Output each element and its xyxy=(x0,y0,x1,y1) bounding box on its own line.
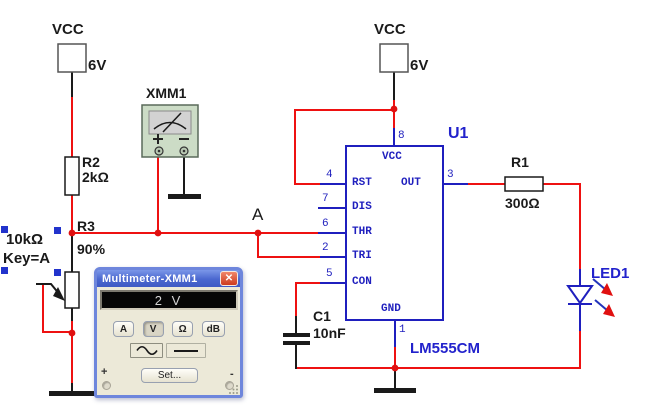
dc-icon xyxy=(174,349,198,352)
meter-scale-icon xyxy=(153,121,187,130)
capacitor-plate[interactable] xyxy=(283,341,310,345)
wire-black-segments[interactable] xyxy=(71,72,396,392)
vcc-right-label: VCC xyxy=(374,21,406,38)
vcc-left-value: 6V xyxy=(88,57,107,74)
pin-number-3: 3 xyxy=(447,169,454,181)
u1-ref-label: U1 xyxy=(448,125,469,142)
vcc-right-value: 6V xyxy=(410,57,429,74)
pin-number-8: 8 xyxy=(398,130,405,142)
pin-name-dis: DIS xyxy=(352,201,372,213)
window-title: Multimeter-XMM1 xyxy=(102,272,198,285)
led1-ref-label: LED1 xyxy=(591,265,630,282)
panel-negative-terminal xyxy=(225,381,234,390)
ic-555-body[interactable] xyxy=(345,145,444,321)
display-value: 2 V xyxy=(154,292,184,308)
wire-junction-dots xyxy=(68,105,399,372)
pin-name-con: CON xyxy=(352,276,372,288)
node-a-label: A xyxy=(252,205,264,224)
multimeter-titlebar[interactable]: Multimeter-XMM1 ✕ xyxy=(97,270,240,287)
waveform-button-row xyxy=(130,343,206,358)
xmm1-instrument-icon[interactable] xyxy=(141,104,199,158)
panel-positive-terminal xyxy=(102,381,111,390)
pin-number-4: 4 xyxy=(326,169,333,181)
capacitor-plate[interactable] xyxy=(283,333,310,337)
r2-value-label: 2kΩ xyxy=(82,169,109,185)
vcc-source-right-symbol[interactable] xyxy=(379,43,409,73)
r3-setting-label: 90% xyxy=(77,241,106,257)
potentiometer-wiper-arrow[interactable] xyxy=(36,283,65,301)
mode-button-amps[interactable]: A xyxy=(113,321,134,337)
pin-name-out: OUT xyxy=(401,177,421,189)
led-light-arrows-icon xyxy=(592,278,615,317)
xmm1-label: XMM1 xyxy=(146,85,187,101)
positive-terminal-label: + xyxy=(101,366,108,378)
c1-ref-label: C1 xyxy=(313,308,331,324)
pin-number-6: 6 xyxy=(322,218,329,230)
ic-pin-stubs[interactable] xyxy=(318,128,581,347)
pin-name-thr: THR xyxy=(352,226,372,238)
vcc-left-label: VCC xyxy=(52,21,84,38)
close-button[interactable]: ✕ xyxy=(220,271,238,286)
c1-value-label: 10nF xyxy=(313,325,346,341)
ground-symbol[interactable] xyxy=(168,194,201,199)
multimeter-display: 2 V xyxy=(100,290,238,310)
mode-button-ohms[interactable]: Ω xyxy=(172,321,194,337)
pin-number-5: 5 xyxy=(326,268,333,280)
r3-ref-label: R3 xyxy=(77,218,95,234)
vcc-source-left-symbol[interactable] xyxy=(57,43,87,73)
pin-number-1: 1 xyxy=(399,324,406,336)
sine-icon xyxy=(135,345,158,356)
resistor-r1-symbol[interactable] xyxy=(504,176,544,192)
meter-needle-icon xyxy=(162,112,182,133)
pin-name-vcc: VCC xyxy=(382,151,402,163)
resistor-r2-symbol[interactable] xyxy=(64,156,80,196)
ground-and-capacitor-plates[interactable] xyxy=(49,194,416,396)
mode-button-db[interactable]: dB xyxy=(201,321,225,337)
set-button[interactable]: Set... xyxy=(141,368,198,383)
dc-mode-button[interactable] xyxy=(166,343,206,358)
ground-symbol[interactable] xyxy=(49,391,95,396)
resize-grip[interactable] xyxy=(229,384,239,394)
potentiometer-r3-symbol[interactable] xyxy=(64,271,80,309)
mode-button-row: A V Ω dB xyxy=(113,321,225,337)
ground-symbol[interactable] xyxy=(374,388,416,393)
pin-number-7: 7 xyxy=(322,193,329,205)
r3-key-label: Key=A xyxy=(3,250,51,267)
pin-number-2: 2 xyxy=(322,242,329,254)
pin-name-gnd: GND xyxy=(381,303,401,315)
r1-value-label: 300Ω xyxy=(505,195,540,211)
u1-part-label: LM555CM xyxy=(410,340,481,357)
r1-ref-label: R1 xyxy=(511,154,529,170)
plus-minus-marks-icon xyxy=(153,134,189,144)
r2-ref-label: R2 xyxy=(82,154,100,170)
led1-symbol[interactable] xyxy=(566,278,615,317)
ac-mode-button[interactable] xyxy=(130,343,163,358)
r3-value-label: 10kΩ xyxy=(6,231,44,248)
negative-terminal-label: - xyxy=(230,368,234,380)
wire-red-segments[interactable] xyxy=(42,95,581,384)
pin-name-tri: TRI xyxy=(352,250,372,262)
selection-handles[interactable] xyxy=(1,226,61,276)
pin-name-rst: RST xyxy=(352,177,372,189)
mode-button-volts[interactable]: V xyxy=(142,321,164,337)
close-icon: ✕ xyxy=(224,272,234,284)
multimeter-window[interactable]: Multimeter-XMM1 ✕ 2 V A V Ω dB + Se xyxy=(94,267,243,398)
